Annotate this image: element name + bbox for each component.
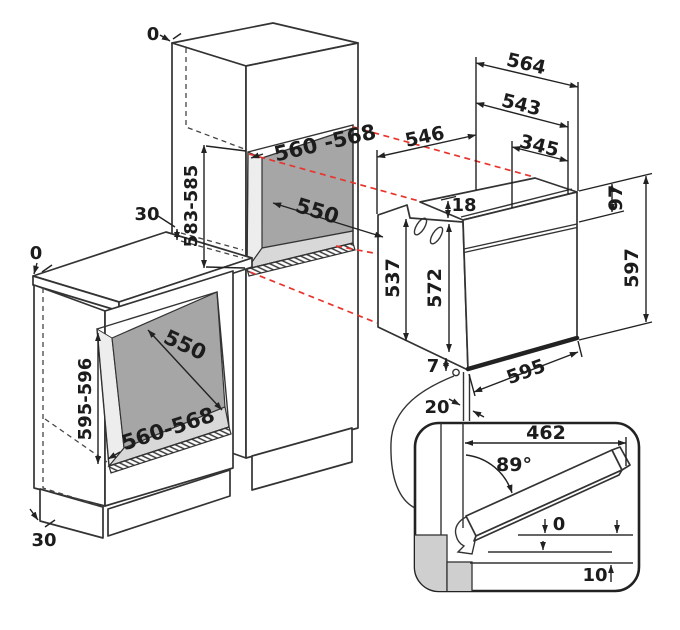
dim-546-label: 546 [403,122,446,152]
detail-callout-curve [390,375,455,509]
door-hinge [454,516,476,555]
bottom-flush-label: 0 [553,514,566,535]
door-detail-inset: 89° 462 0 10 [413,421,641,593]
inset-base-block-step [446,561,473,591]
angle-label: 89° [496,454,532,476]
base-cabinet [32,231,253,539]
fixing-hole [452,368,460,377]
vent-slot-2 [429,226,444,245]
dim-564-label: 564 [504,49,548,79]
dim-18-label: 18 [451,195,476,216]
base-gap-top-label: 0 [30,243,43,264]
bottom-gap-label: 10 [582,565,607,586]
dim-20-label: 20 [424,397,449,418]
dim-537-label: 537 [382,258,404,298]
tall-gap-top-label: 0 [147,24,160,45]
inset-base-block-left [415,534,448,591]
oven [377,177,580,509]
base-plinth-left [39,488,104,539]
base-niche-height-label: 595-596 [75,358,96,441]
dim-7-label: 7 [427,356,440,377]
open-door [454,446,631,555]
dim-595-label: 595 [504,355,549,389]
projection-lines [248,126,535,324]
dim-543-label: 543 [499,90,543,121]
angle-arc [465,454,513,494]
dim-345-label: 345 [517,131,561,162]
base-plinth-front [107,469,231,537]
tall-cabinet-plinth [251,427,353,491]
base-plinth-gap-label: 30 [31,530,56,551]
dim-597-label: 597 [621,248,643,288]
control-panel-line [463,223,578,250]
vent-slot-1 [413,217,428,236]
dim-572-label: 572 [424,268,446,308]
door-width-label: 462 [526,422,566,444]
tall-gap-back-label: 30 [134,204,159,225]
tall-niche-height-label: 583-585 [181,165,202,248]
dim-97-label: 97 [605,185,627,211]
